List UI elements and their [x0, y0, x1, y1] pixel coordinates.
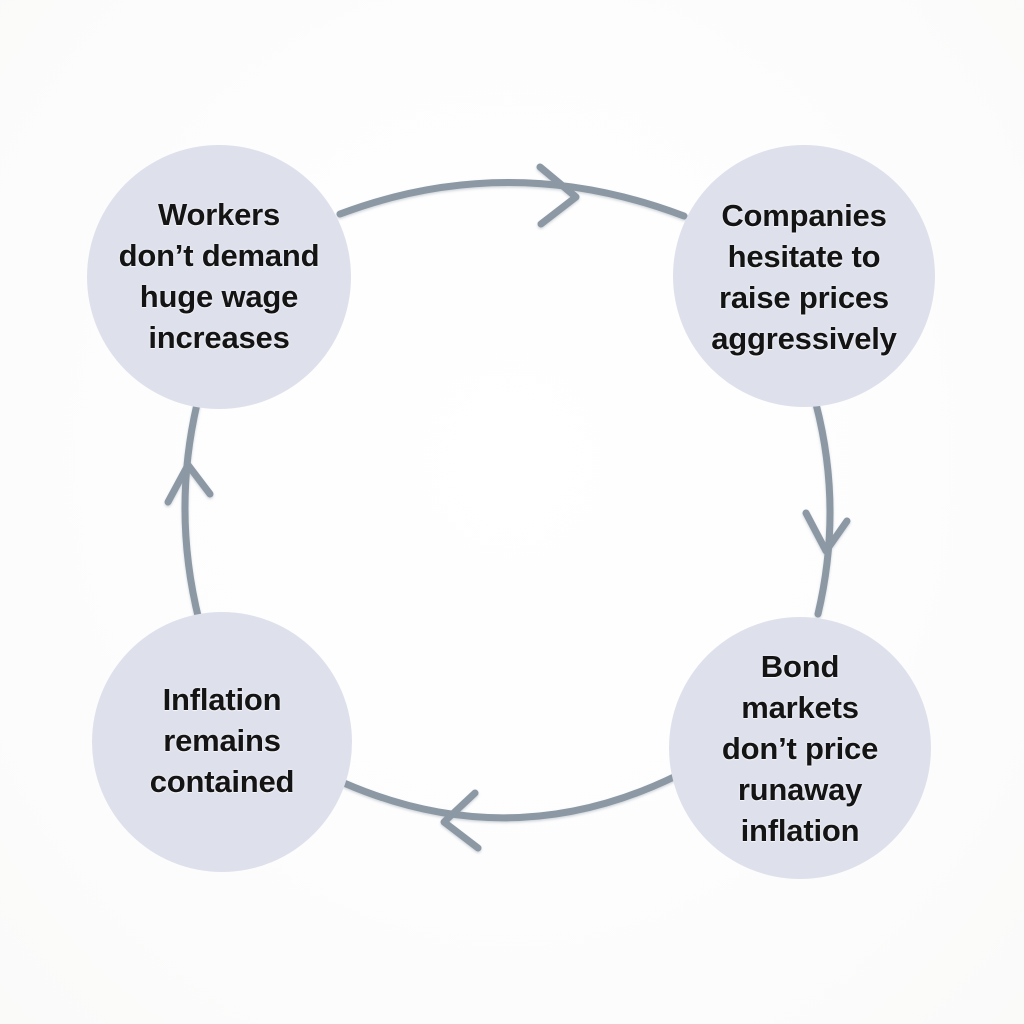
- node-workers-label: Workers don’t demand huge wage increases: [118, 197, 320, 355]
- node-companies-label: Companies hesitate to raise prices aggre…: [711, 198, 897, 356]
- node-workers[interactable]: Workers don’t demand huge wage increases: [87, 145, 351, 409]
- connector-companies-to-bond: [802, 400, 851, 618]
- node-bond-markets[interactable]: Bond markets don’t price runaway inflati…: [669, 617, 931, 879]
- connector-workers-to-companies: [336, 163, 688, 228]
- node-inflation-label: Inflation remains contained: [149, 681, 295, 799]
- connector-bond-to-inflation: [340, 772, 680, 852]
- node-companies[interactable]: Companies hesitate to raise prices aggre…: [673, 145, 935, 407]
- connector-inflation-to-workers: [164, 400, 214, 624]
- node-bond-markets-label: Bond markets don’t price runaway inflati…: [721, 648, 879, 848]
- node-inflation[interactable]: Inflation remains contained: [92, 612, 352, 872]
